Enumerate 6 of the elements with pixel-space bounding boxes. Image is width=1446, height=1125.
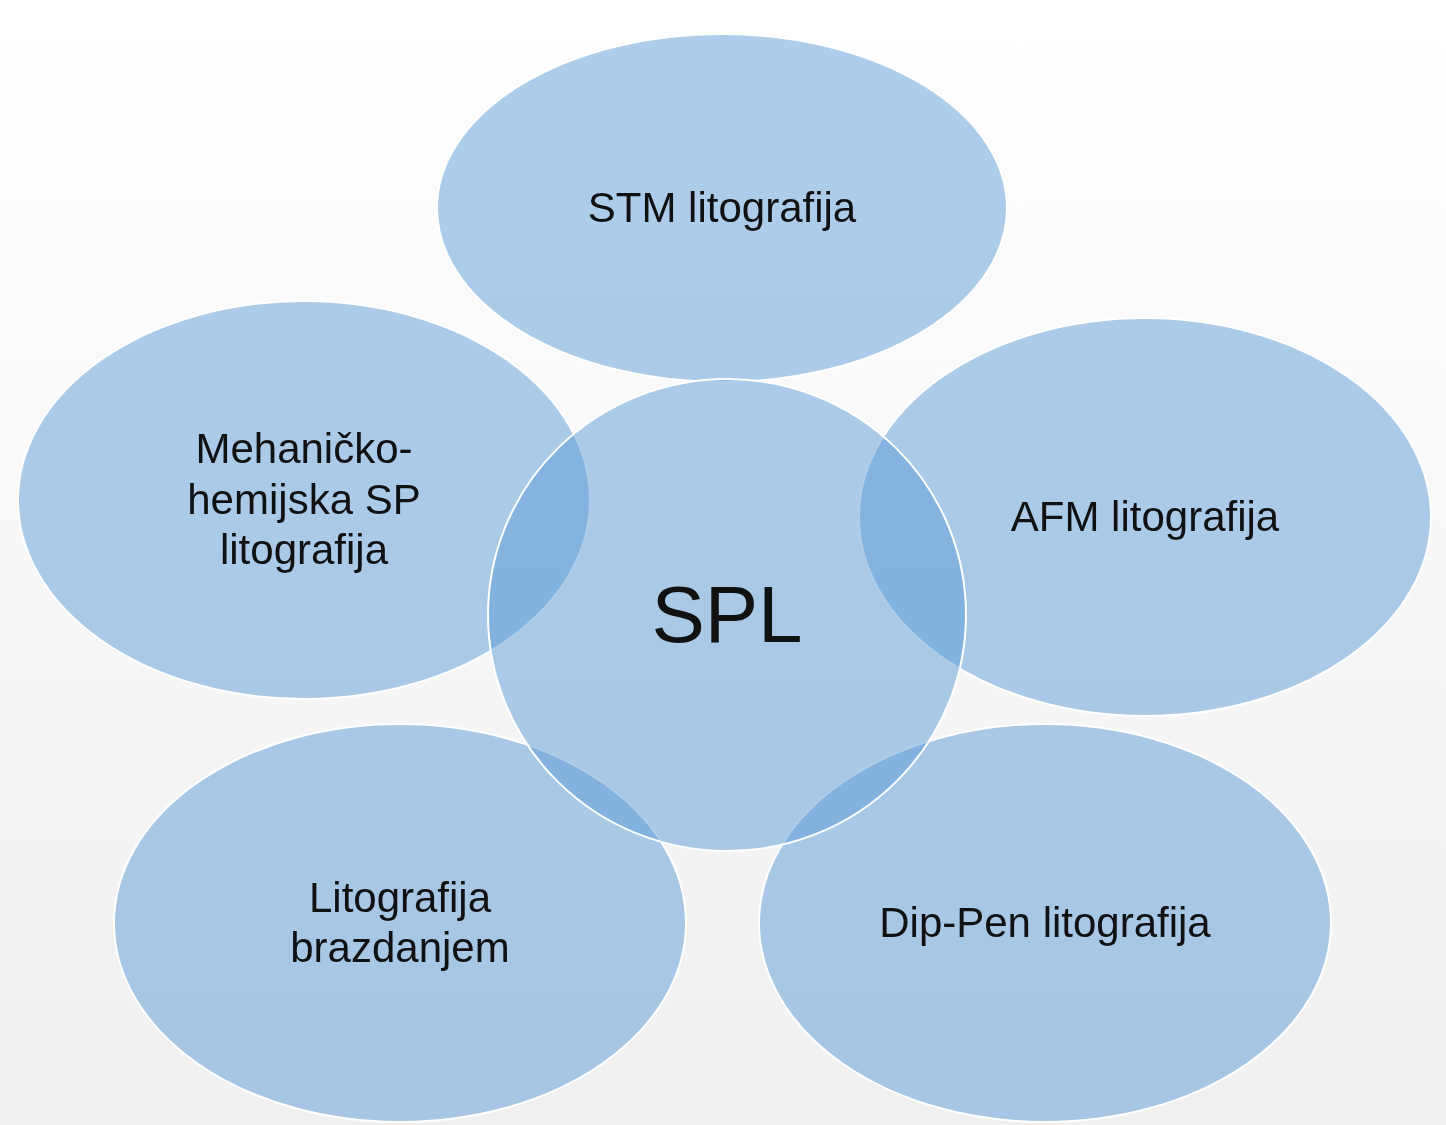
node-label: Dip-Pen litografija bbox=[879, 897, 1211, 948]
node-label: Litografija brazdanjem bbox=[289, 872, 511, 973]
node-label: STM litografija bbox=[587, 182, 857, 233]
node-label: SPL bbox=[651, 569, 803, 661]
node-label: AFM litografija bbox=[1010, 491, 1280, 542]
node-label: Mehaničko-hemijska SP litografija bbox=[186, 424, 422, 576]
